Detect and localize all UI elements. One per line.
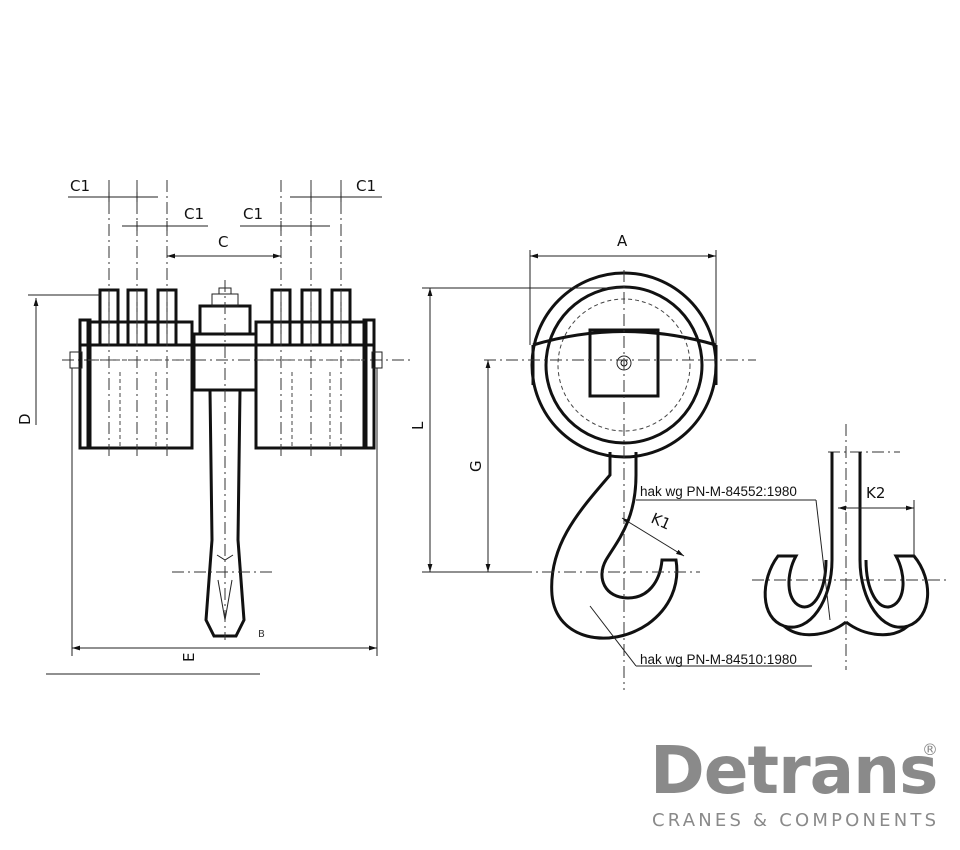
dim-c1-mid-right: C1	[243, 205, 263, 223]
logo-wordmark: Detrans	[650, 732, 938, 809]
registered-mark: ®	[922, 740, 938, 759]
dim-c1-mid-left: C1	[184, 205, 204, 223]
dim-g: G	[467, 460, 485, 472]
dim-c: C	[218, 233, 228, 251]
double-hook-front-view: K2 hak wg PN-M-84552:1980	[636, 424, 946, 670]
dim-k1: K1	[648, 509, 673, 533]
dim-e: E	[180, 653, 198, 662]
pulley-block-side-view: C1 C1 C1 C1 C D B E	[16, 177, 410, 675]
dim-l: L	[409, 421, 427, 430]
note-hook-double: hak wg PN-M-84552:1980	[640, 484, 797, 499]
dim-c1-top-right: C1	[356, 177, 376, 195]
dim-a: A	[617, 232, 628, 250]
dim-k2: K2	[866, 484, 885, 502]
single-hook-front-view: A L G K1 hak wg PN-M-84510:1980	[409, 232, 812, 690]
dim-c1-top-left: C1	[70, 177, 90, 195]
dim-d: D	[16, 413, 34, 425]
note-hook-single: hak wg PN-M-84510:1980	[640, 652, 797, 667]
dim-b: B	[258, 629, 265, 640]
logo-tagline: CRANES & COMPONENTS	[652, 810, 940, 831]
